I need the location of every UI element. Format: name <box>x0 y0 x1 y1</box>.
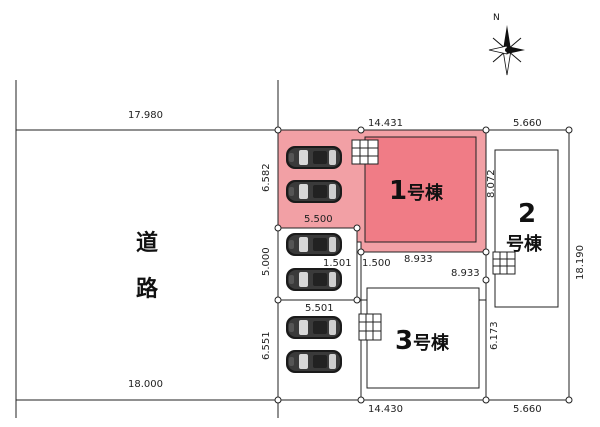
dim-lot2-left: 8.072 <box>486 169 497 198</box>
car-icon <box>286 268 342 291</box>
building-3-suffix: 号棟 <box>413 332 450 354</box>
dim-road-top: 17.980 <box>128 110 163 121</box>
building-2 <box>494 149 559 308</box>
dim-lot1-bottom: 8.933 <box>404 254 433 265</box>
dim-middle-parking: 1.501 <box>323 258 352 269</box>
building-2-suffix: 号棟 <box>506 233 543 255</box>
dim-lot2-right: 18.190 <box>575 245 586 280</box>
boundary-markers <box>274 126 573 404</box>
north-arrow-icon <box>488 25 525 76</box>
car-icon <box>286 146 342 169</box>
building-3 <box>366 287 480 389</box>
dim-lot3-right: 6.173 <box>489 321 500 350</box>
dim-left-middle: 5.000 <box>261 247 272 276</box>
dim-top-lot2: 5.660 <box>513 118 542 129</box>
dim-bottom-lot3: 14.430 <box>368 404 403 415</box>
dim-top-lot1: 14.431 <box>368 118 403 129</box>
car-icon <box>286 350 342 373</box>
road-label-1: 道 <box>136 230 158 256</box>
entrance-grid-2 <box>492 251 516 275</box>
dim-left-lot1: 6.582 <box>261 163 272 192</box>
building-1 <box>364 136 477 243</box>
building-1-suffix: 号棟 <box>407 182 444 204</box>
north-label: N <box>493 13 500 23</box>
building-3-number: 3 <box>395 326 413 356</box>
entrance-grid-3 <box>358 313 382 341</box>
dim-lot3-parking-width: 5.501 <box>305 303 334 314</box>
dim-road-bottom: 18.000 <box>128 379 163 390</box>
car-icon <box>286 316 342 339</box>
dim-lot1-parking-width: 5.500 <box>304 214 333 225</box>
dim-left-lot3: 6.551 <box>261 331 272 360</box>
road-label-2: 路 <box>136 276 159 302</box>
entrance-grid-1 <box>351 139 379 165</box>
road-lines <box>15 80 279 418</box>
dim-notch: 1.500 <box>362 258 391 269</box>
car-icon <box>286 180 342 203</box>
dim-lot1-bottom-right: 8.933 <box>451 268 480 279</box>
building-1-number: 1 <box>389 176 407 206</box>
dim-bottom-lot2: 5.660 <box>513 404 542 415</box>
building-2-number: 2 <box>518 199 536 229</box>
car-icon <box>286 233 342 256</box>
